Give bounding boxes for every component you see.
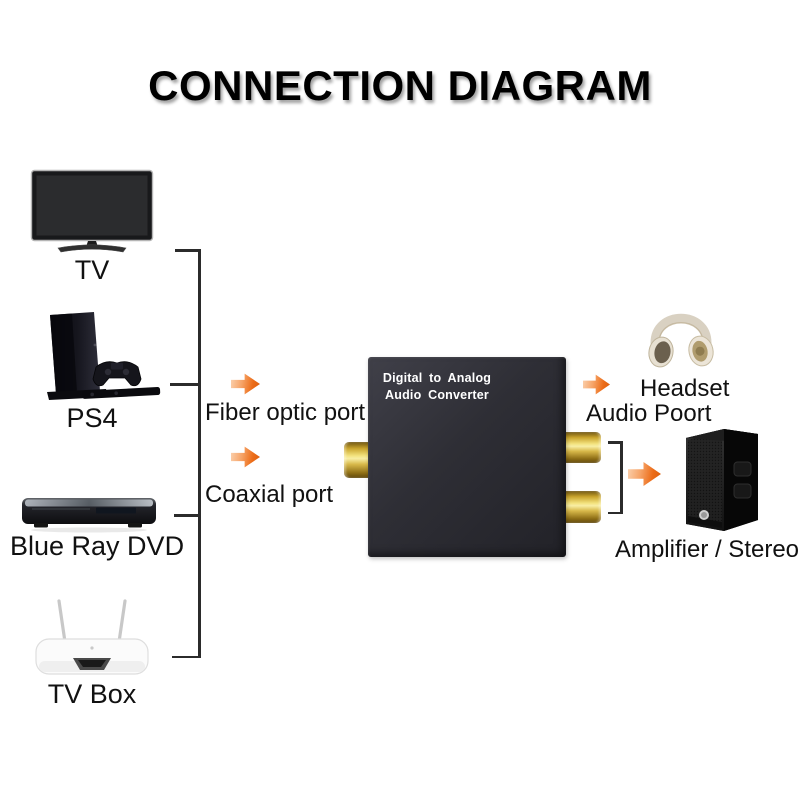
output-bracket-top-stub: [608, 441, 622, 444]
dac-converter-box: Digital to Analog Audio Converter: [368, 357, 566, 557]
ps4-connector-line: [170, 383, 200, 386]
converter-label-line1: Digital to Analog: [382, 371, 492, 385]
converter-label-line2: Audio Converter: [385, 388, 489, 402]
coaxial-port-label: Coaxial port: [205, 481, 334, 508]
coaxial-input-jack: [344, 442, 370, 478]
amplifier-label: Amplifier / Stereo: [614, 536, 800, 563]
dvd-player-icon: [22, 498, 156, 533]
tv-connector-line: [175, 249, 200, 252]
tvbox-label: TV Box: [47, 679, 137, 709]
ps4-label: PS4: [66, 403, 118, 433]
game-console-icon: [47, 312, 161, 400]
headset-label-line2: Audio Poort: [586, 400, 712, 427]
converter-label: Digital to Analog Audio Converter: [380, 370, 494, 404]
fiber-optic-port-label: Fiber optic port: [205, 399, 366, 426]
tv-label: TV: [74, 255, 110, 285]
tvbox-connector-line: [172, 655, 200, 658]
source-bracket-line: [198, 249, 201, 658]
blueray-connector-line: [174, 514, 200, 517]
speaker-icon: [686, 429, 758, 531]
output-bracket-line: [620, 441, 623, 514]
tv-icon: [30, 169, 154, 253]
tv-box-icon: [35, 599, 149, 675]
rca-output-jack-bottom: [563, 491, 601, 523]
arrow-right-icon: [628, 461, 661, 487]
page-title: CONNECTION DIAGRAM: [148, 62, 652, 109]
blueray-label: Blue Ray DVD: [10, 531, 185, 561]
headphones-icon: [648, 313, 714, 368]
arrow-right-icon: [231, 446, 260, 468]
arrow-right-icon: [231, 373, 260, 395]
output-bracket-bottom-stub: [608, 511, 622, 514]
rca-output-jack-top: [563, 432, 601, 463]
headset-label-line1: Headset: [640, 375, 730, 402]
arrow-right-icon: [583, 374, 610, 395]
